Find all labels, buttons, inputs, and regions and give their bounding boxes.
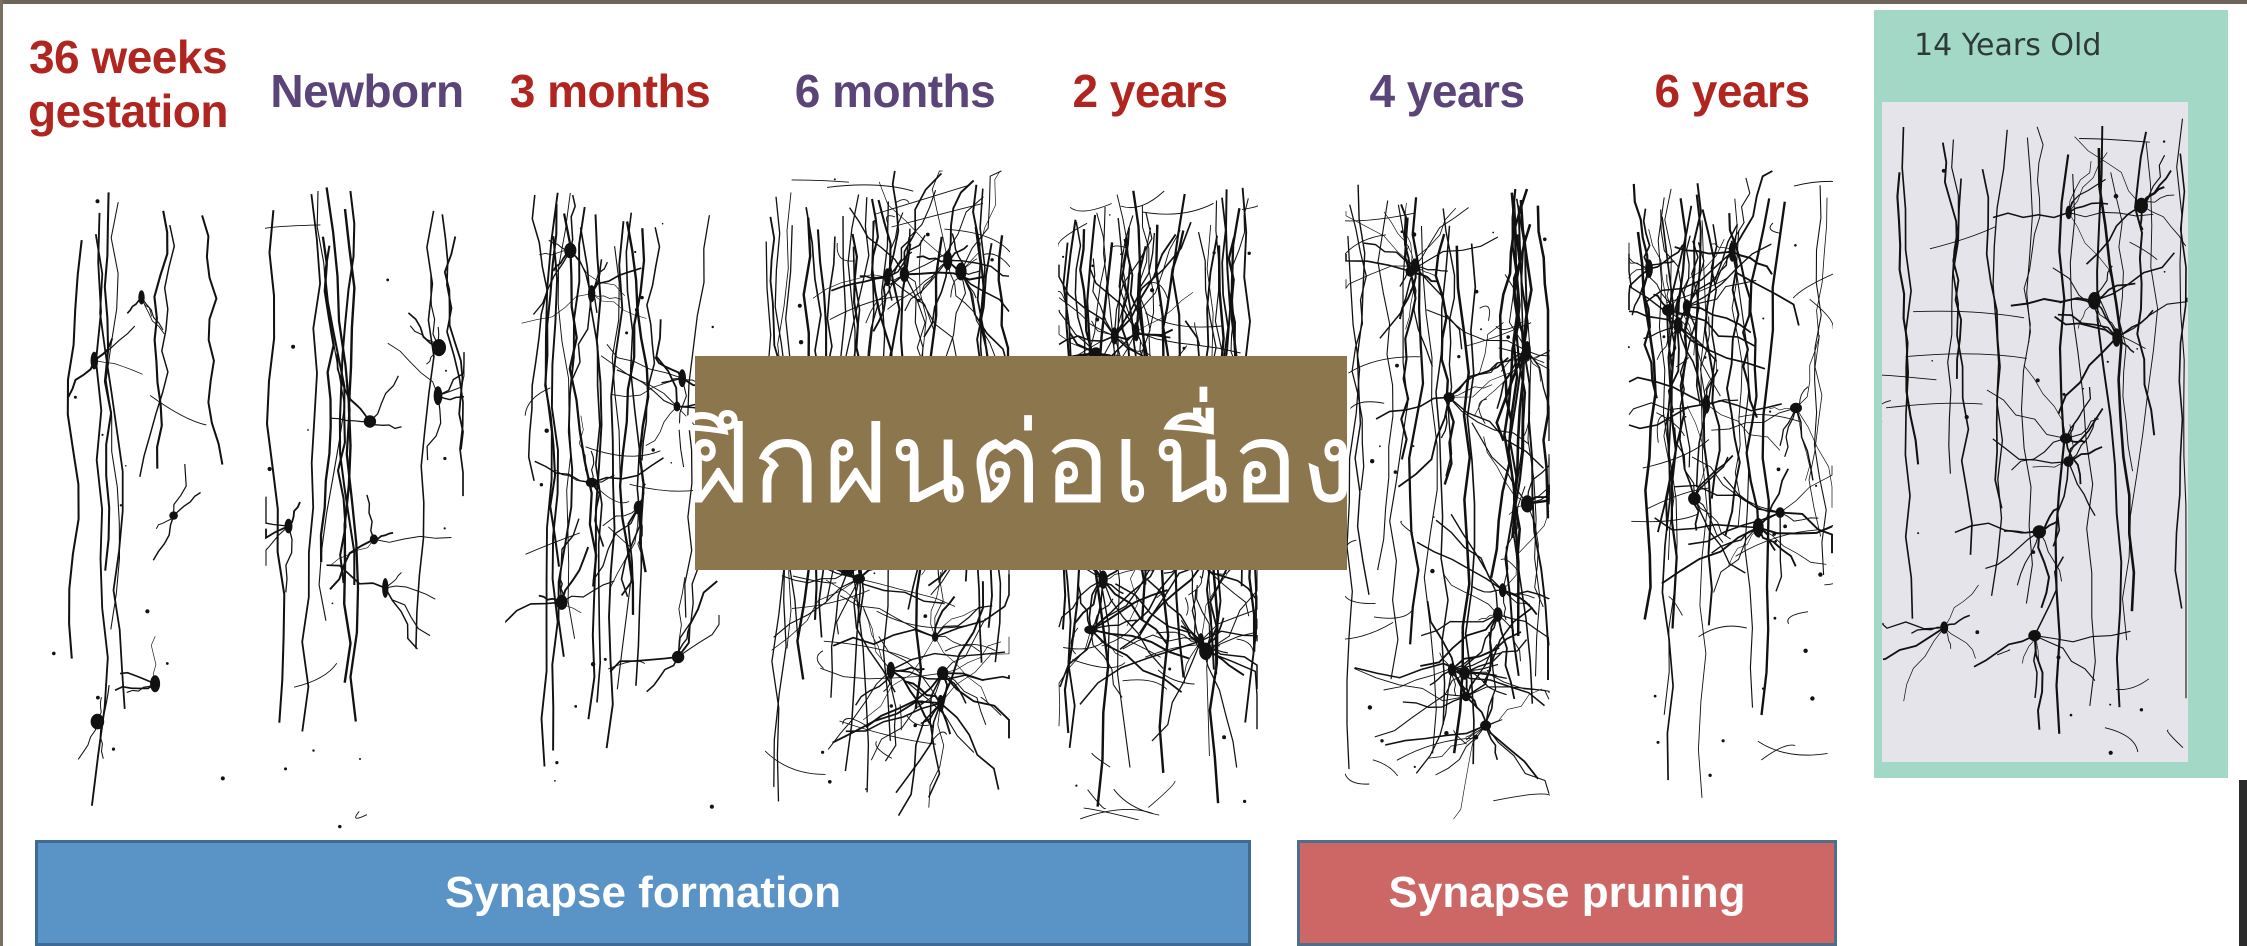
neuron-column-newborn bbox=[265, 170, 465, 840]
frame-left-border bbox=[0, 0, 3, 946]
stage-label-6-months: 6 months bbox=[780, 64, 1010, 118]
neuron-drawing bbox=[1882, 102, 2188, 762]
frame-right-edge bbox=[2239, 780, 2247, 946]
neuron-column-14-years bbox=[1882, 102, 2188, 762]
overlay-caption-box: ฝึกฝนต่อเนื่อง bbox=[695, 356, 1347, 570]
overlay-caption-text: ฝึกฝนต่อเนื่อง bbox=[685, 374, 1357, 552]
synapse-formation-bar: Synapse formation bbox=[35, 840, 1251, 946]
neuron-column-6-years bbox=[1628, 170, 1833, 820]
synapse-pruning-bar: Synapse pruning bbox=[1297, 840, 1837, 946]
neuron-drawing bbox=[265, 170, 465, 840]
neuron-column-4-years bbox=[1345, 170, 1550, 820]
stage-label-36-weeks: 36 weeks gestation bbox=[28, 30, 228, 138]
stage-label-2-years: 2 years bbox=[1060, 64, 1240, 118]
panel-14-years: 14 Years Old bbox=[1874, 10, 2228, 778]
neuron-drawing bbox=[1345, 170, 1550, 820]
stage-label-6-years: 6 years bbox=[1642, 64, 1822, 118]
frame-top-border bbox=[0, 0, 2247, 4]
neuron-column-36-weeks bbox=[50, 170, 230, 840]
panel-14-years-label: 14 Years Old bbox=[1914, 28, 2101, 63]
stage-label-4-years: 4 years bbox=[1357, 64, 1537, 118]
neuron-drawing bbox=[1628, 170, 1833, 820]
stage-label-newborn: Newborn bbox=[262, 64, 472, 118]
neuron-drawing bbox=[50, 170, 230, 840]
stage-label-3-months: 3 months bbox=[505, 64, 715, 118]
